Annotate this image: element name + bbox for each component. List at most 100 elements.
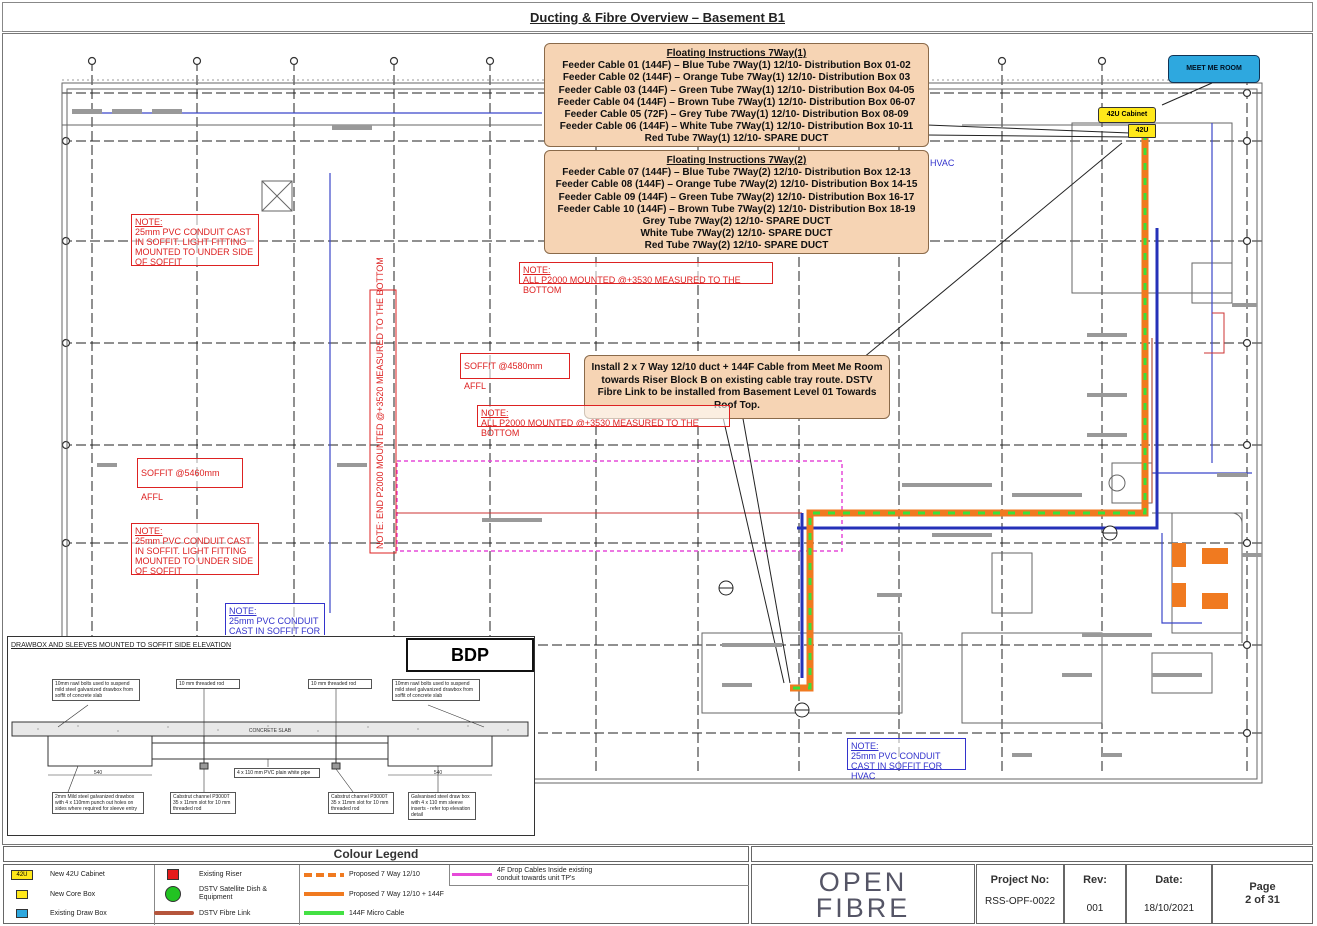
install-callout: Install 2 x 7 Way 12/10 duct + 144F Cabl… bbox=[584, 355, 890, 419]
legend-swatch-proposed bbox=[304, 873, 344, 877]
legend-title: Colour Legend bbox=[3, 846, 749, 862]
logo-line-1: OPEN bbox=[818, 867, 908, 897]
title-bar: Ducting & Fibre Overview – Basement B1 bbox=[2, 2, 1313, 32]
note-hvac-body: 25mm PVC CONDUIT CAST IN SOFFIT FOR HVAC bbox=[851, 751, 943, 781]
floating-instructions-2: Floating Instructions 7Way(2) Feeder Cab… bbox=[544, 150, 929, 254]
floating-2-line: Grey Tube 7Way(2) 12/10- SPARE DUCT bbox=[642, 216, 831, 228]
floating-1-line: Feeder Cable 04 (144F) – Brown Tube 7Way… bbox=[557, 96, 916, 108]
logo-line-2: FIBRE bbox=[815, 893, 911, 923]
note-hvac-head: NOTE: bbox=[851, 741, 879, 751]
riser-boxes bbox=[1172, 543, 1228, 609]
legend-label: 144F Micro Cable bbox=[349, 910, 405, 917]
elevation-label: 10 mm threaded rod bbox=[308, 679, 372, 689]
floating-1-line: Feeder Cable 02 (144F) – Orange Tube 7Wa… bbox=[562, 72, 911, 84]
blue-route bbox=[797, 228, 1159, 678]
floating-1-heading: Floating Instructions 7Way(1) bbox=[666, 48, 807, 59]
elevation-drawing: CONCRETE SLAB 540 540 bbox=[11, 689, 529, 793]
note-soffit-4580: SOFFIT @4580mm AFFL bbox=[460, 353, 570, 391]
proposed-route bbox=[790, 133, 1149, 692]
legend-swatch-riser bbox=[167, 869, 179, 880]
drawbox-profile bbox=[47, 735, 493, 770]
floating-2-line: Feeder Cable 10 (144F) – Brown Tube 7Way… bbox=[557, 203, 916, 215]
legend-divider bbox=[154, 865, 155, 925]
page-cell: Page 2 of 31 bbox=[1212, 864, 1313, 924]
date-cell: Date: 18/10/2021 bbox=[1126, 864, 1212, 924]
bdp-stamp: BDP bbox=[406, 638, 534, 672]
floating-2-line: Feeder Cable 09 (144F) – Green Tube 7Way… bbox=[558, 191, 915, 203]
legend-divider bbox=[299, 865, 300, 925]
colour-legend: 42U New 42U Cabinet New Core Box Existin… bbox=[3, 864, 749, 925]
note-p2000-a-head: NOTE: bbox=[523, 265, 551, 275]
rev-label: Rev: bbox=[1083, 874, 1107, 886]
legend-swatch-core-box bbox=[16, 890, 28, 899]
legend-label: 4F Drop Cables Inside existing conduit t… bbox=[497, 867, 593, 882]
legend-label: DSTV Satellite Dish & Equipment bbox=[199, 886, 268, 901]
legend-swatch-dstv-link bbox=[154, 911, 194, 915]
elevation-title: DRAWBOX AND SLEEVES MOUNTED TO SOFFIT SI… bbox=[11, 642, 232, 649]
elevation-label: 10mm rawl bolts used to suspend mild ste… bbox=[392, 679, 480, 701]
floating-2-line: White Tube 7Way(2) 12/10- SPARE DUCT bbox=[640, 228, 833, 240]
elevation-label: Galvanised steel draw box with 4 x 110 m… bbox=[408, 792, 476, 820]
legend-label: Existing Draw Box bbox=[50, 910, 107, 917]
legend-label: New Core Box bbox=[50, 891, 96, 898]
dim-right: 540 bbox=[434, 770, 443, 776]
slab-label: CONCRETE SLAB bbox=[249, 728, 292, 734]
legend-band bbox=[751, 846, 1313, 862]
note-soffit-5460: SOFFIT @5460mm AFFL bbox=[137, 458, 243, 502]
page-label: Page bbox=[1249, 881, 1276, 893]
note-pvc-blue: NOTE: 25mm PVC CONDUIT CAST IN SOFFIT FO… bbox=[225, 603, 325, 636]
date-value: 18/10/2021 bbox=[1143, 903, 1195, 914]
legend-swatch-micro bbox=[304, 911, 344, 915]
note-hvac: NOTE: 25mm PVC CONDUIT CAST IN SOFFIT FO… bbox=[847, 738, 966, 781]
vertical-note: NOTE: END P2000 MOUNTED @+3520 MEASURED … bbox=[375, 257, 385, 549]
legend-swatch-drop bbox=[452, 873, 492, 876]
note-p2000-b-body: ALL P2000 MOUNTED @+3530 MEASURED TO THE… bbox=[481, 418, 699, 438]
project-label: Project No: bbox=[990, 874, 1050, 886]
legend-swatch-dish bbox=[165, 886, 181, 902]
floating-1-line: Feeder Cable 01 (144F) – Blue Tube 7Way(… bbox=[562, 60, 911, 72]
legend-label: New 42U Cabinet bbox=[50, 871, 105, 878]
elevation-label: 10mm rawl bolts used to suspend mild ste… bbox=[52, 679, 140, 701]
legend-label: Proposed 7 Way 12/10 bbox=[349, 871, 420, 878]
elevation-label: 2mm Mild steel galvanized drawbox with 4… bbox=[52, 792, 144, 814]
legend-divider bbox=[449, 865, 450, 885]
legend-label: Proposed 7 Way 12/10 + 144F bbox=[349, 891, 444, 898]
note-p2000-b: NOTE: ALL P2000 MOUNTED @+3530 MEASURED … bbox=[477, 405, 730, 438]
drawing-title: Ducting & Fibre Overview – Basement B1 bbox=[529, 10, 786, 25]
cabinet-tag: 42U bbox=[1128, 124, 1156, 138]
open-fibre-logo: OPEN FIBRE bbox=[751, 864, 975, 924]
floating-2-heading: Floating Instructions 7Way(2) bbox=[666, 155, 807, 166]
cabinet-label: 42U Cabinet bbox=[1098, 107, 1156, 123]
note-p2000-b-head: NOTE: bbox=[481, 408, 509, 418]
floating-1-line: Red Tube 7Way(1) 12/10- SPARE DUCT bbox=[644, 133, 829, 145]
legend-swatch-cabinet: 42U bbox=[11, 870, 33, 880]
vertical-note-frame bbox=[369, 289, 397, 554]
date-label: Date: bbox=[1155, 874, 1183, 886]
note-pvc-2-body: 25mm PVC CONDUIT CAST IN SOFFIT. LIGHT F… bbox=[135, 536, 254, 576]
floating-1-line: Feeder Cable 06 (144F) – White Tube 7Way… bbox=[559, 121, 914, 133]
rev-value: 001 bbox=[1086, 903, 1104, 914]
leader-lines bbox=[721, 82, 1213, 684]
hvac-fragment: HVAC bbox=[930, 158, 955, 168]
elevation-label: Cabstrut channel P3000T 35 x 11mm slot f… bbox=[170, 792, 236, 814]
legend-divider bbox=[449, 885, 749, 886]
page-value: 2 of 31 bbox=[1245, 894, 1280, 906]
drop-cable-zone bbox=[396, 460, 843, 552]
note-pvc-1: NOTE: 25mm PVC CONDUIT CAST IN SOFFIT. L… bbox=[131, 214, 259, 267]
floating-instructions-1: Floating Instructions 7Way(1) Feeder Cab… bbox=[544, 43, 929, 147]
floating-2-line: Red Tube 7Way(2) 12/10- SPARE DUCT bbox=[644, 240, 829, 252]
project-number-cell: Project No: RSS-OPF-0022 bbox=[976, 864, 1064, 924]
revision-cell: Rev: 001 bbox=[1064, 864, 1126, 924]
legend-label: DSTV Fibre Link bbox=[199, 910, 251, 917]
note-pvc-2: NOTE: 25mm PVC CONDUIT CAST IN SOFFIT. L… bbox=[131, 523, 259, 576]
note-pvc-blue-head: NOTE: bbox=[229, 606, 257, 616]
tiny-annotations bbox=[72, 109, 1262, 757]
concrete-slab bbox=[11, 721, 529, 737]
note-pvc-blue-body: 25mm PVC CONDUIT CAST IN SOFFIT FOR bbox=[229, 616, 321, 636]
legend-swatch-proposed-144f bbox=[304, 892, 344, 896]
elevation-detail: DRAWBOX AND SLEEVES MOUNTED TO SOFFIT SI… bbox=[7, 636, 535, 836]
slab-hatch bbox=[37, 725, 509, 732]
floating-1-line: Feeder Cable 03 (144F) – Green Tube 7Way… bbox=[558, 84, 915, 96]
floating-2-line: Feeder Cable 08 (144F) – Orange Tube 7Wa… bbox=[555, 179, 918, 191]
note-p2000-a: NOTE: ALL P2000 MOUNTED @+3530 MEASURED … bbox=[519, 262, 773, 295]
